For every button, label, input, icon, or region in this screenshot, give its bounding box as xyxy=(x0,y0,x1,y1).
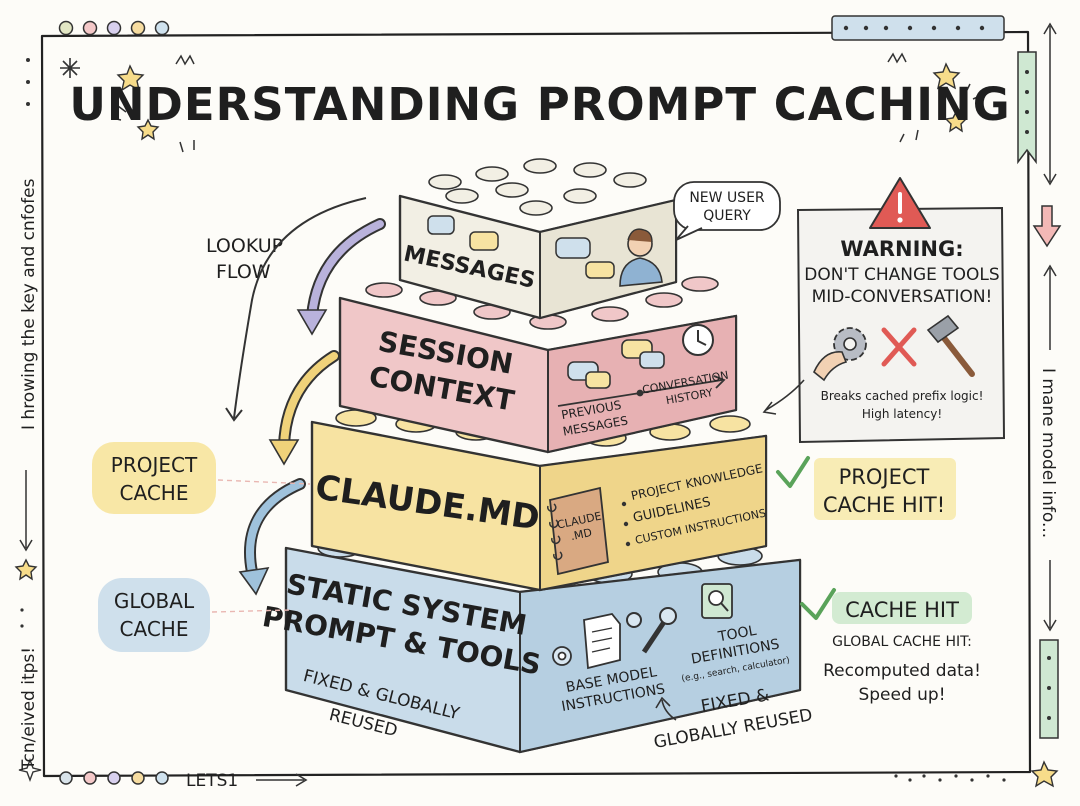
warning-card: WARNING: DON'T CHANGE TOOLS MID-CONVERSA… xyxy=(796,177,1006,444)
frame-dots-top-left xyxy=(58,20,170,36)
project-hit-line2: CACHE HIT! xyxy=(823,493,945,517)
chat-bubble-icon xyxy=(427,215,615,279)
warning-line2: MID-CONVERSATION! xyxy=(812,287,993,307)
cache-hit-badge: CACHE HIT xyxy=(845,598,959,622)
frame-dots-bottom-left xyxy=(59,771,169,785)
gear-in-hand-icon xyxy=(813,327,867,382)
new-user-query-line1: NEW USER xyxy=(689,190,765,206)
warning-pointer-arrow xyxy=(762,379,805,415)
global-cache-hit-line: GLOBAL CACHE HIT: xyxy=(832,634,972,650)
warning-note2: High latency! xyxy=(862,407,942,421)
clock-icon xyxy=(682,324,714,356)
checkmark-icon xyxy=(776,456,810,488)
wrench-icon xyxy=(626,607,677,654)
right-side-bookmark-bottom xyxy=(1039,639,1059,739)
gear-icon xyxy=(552,646,572,666)
bottom-right-dots xyxy=(894,774,1006,782)
fixed-right-arrow-icon xyxy=(655,696,677,721)
warning-note1: Breaks cached prefix logic! xyxy=(821,389,984,403)
doodle-strokes xyxy=(111,52,981,153)
timeline-arrow-icon xyxy=(557,375,726,407)
footer-text: LETS1 xyxy=(186,771,238,791)
session-studs xyxy=(365,276,719,330)
cache-hit: CACHE HIT GLOBAL CACHE HIT: Recomputed d… xyxy=(800,588,981,705)
footer-arrow-icon xyxy=(256,773,308,787)
lookup-flow-arrow-yellow xyxy=(268,350,340,466)
notebook-icon: CLAUDE .MD xyxy=(547,486,609,576)
lookup-flow-line2: FLOW xyxy=(216,261,271,283)
sparkle-star-icon xyxy=(60,58,80,78)
red-x-icon xyxy=(881,327,917,367)
project-cache-line1: PROJECT xyxy=(111,453,198,477)
left-margin-note-bottom: Tcn/eived itps! xyxy=(19,647,39,771)
warning-line1: DON'T CHANGE TOOLS xyxy=(804,265,999,285)
right-margin-note: I mane model info... xyxy=(1038,368,1058,538)
left-margin-dots xyxy=(20,58,30,628)
global-cache-line1: GLOBAL xyxy=(114,589,195,613)
new-user-query-line2: QUERY xyxy=(703,208,751,224)
new-user-query-bubble: NEW USER QUERY xyxy=(673,181,781,241)
magnifier-icon xyxy=(701,583,733,619)
lookup-flow-arrow-black xyxy=(225,197,367,422)
lookup-flow-arrow-blue xyxy=(238,478,306,596)
global-cache-label: GLOBAL CACHE xyxy=(98,578,291,652)
global-cache-line2: CACHE xyxy=(120,617,189,641)
layer-session-context: SESSION CONTEXT PREVIOUS MESSAGES CONVER… xyxy=(338,276,738,454)
claude-md-bullets xyxy=(621,501,631,547)
page-title: UNDERSTANDING PROMPT CACHING xyxy=(69,78,1010,131)
tool-def-line1: TOOL xyxy=(716,623,758,646)
right-side-bookmark xyxy=(1017,51,1037,165)
messages-studs xyxy=(428,158,647,216)
project-cache-label: PROJECT CACHE xyxy=(92,442,311,514)
project-cache-hit: PROJECT CACHE HIT! xyxy=(776,456,956,520)
pink-down-arrow-icon xyxy=(1032,205,1062,248)
user-avatar-icon xyxy=(619,228,663,287)
top-right-tape xyxy=(831,15,1005,41)
warning-title: WARNING: xyxy=(840,237,963,261)
layer-messages: MESSAGES xyxy=(398,158,678,320)
cache-hit-note1: Recomputed data! xyxy=(823,661,981,681)
warning-triangle-icon xyxy=(869,177,931,229)
layer-static-system-prompt: STATIC SYSTEM PROMPT & TOOLS BASE MODEL … xyxy=(260,538,802,754)
project-hit-line1: PROJECT xyxy=(839,465,930,489)
checkmark-icon xyxy=(800,588,836,620)
lookup-flow-arrow-purple xyxy=(296,218,386,336)
project-cache-line2: CACHE xyxy=(120,481,189,505)
star-icon xyxy=(14,62,1059,788)
lookup-flow-line1: LOOKUP xyxy=(206,235,283,257)
document-icon xyxy=(583,613,621,670)
page-frame xyxy=(40,30,1032,778)
chat-bubbles-icon xyxy=(567,339,665,389)
left-margin-arrows xyxy=(19,470,33,552)
cache-hit-note2: Speed up! xyxy=(858,685,945,705)
hammer-icon xyxy=(926,314,975,377)
left-margin-note: I hrowing the key and cnfofes xyxy=(19,178,39,430)
right-margin-vertical-arrows xyxy=(1043,22,1057,632)
notebook-label-line2: .MD xyxy=(569,526,593,543)
